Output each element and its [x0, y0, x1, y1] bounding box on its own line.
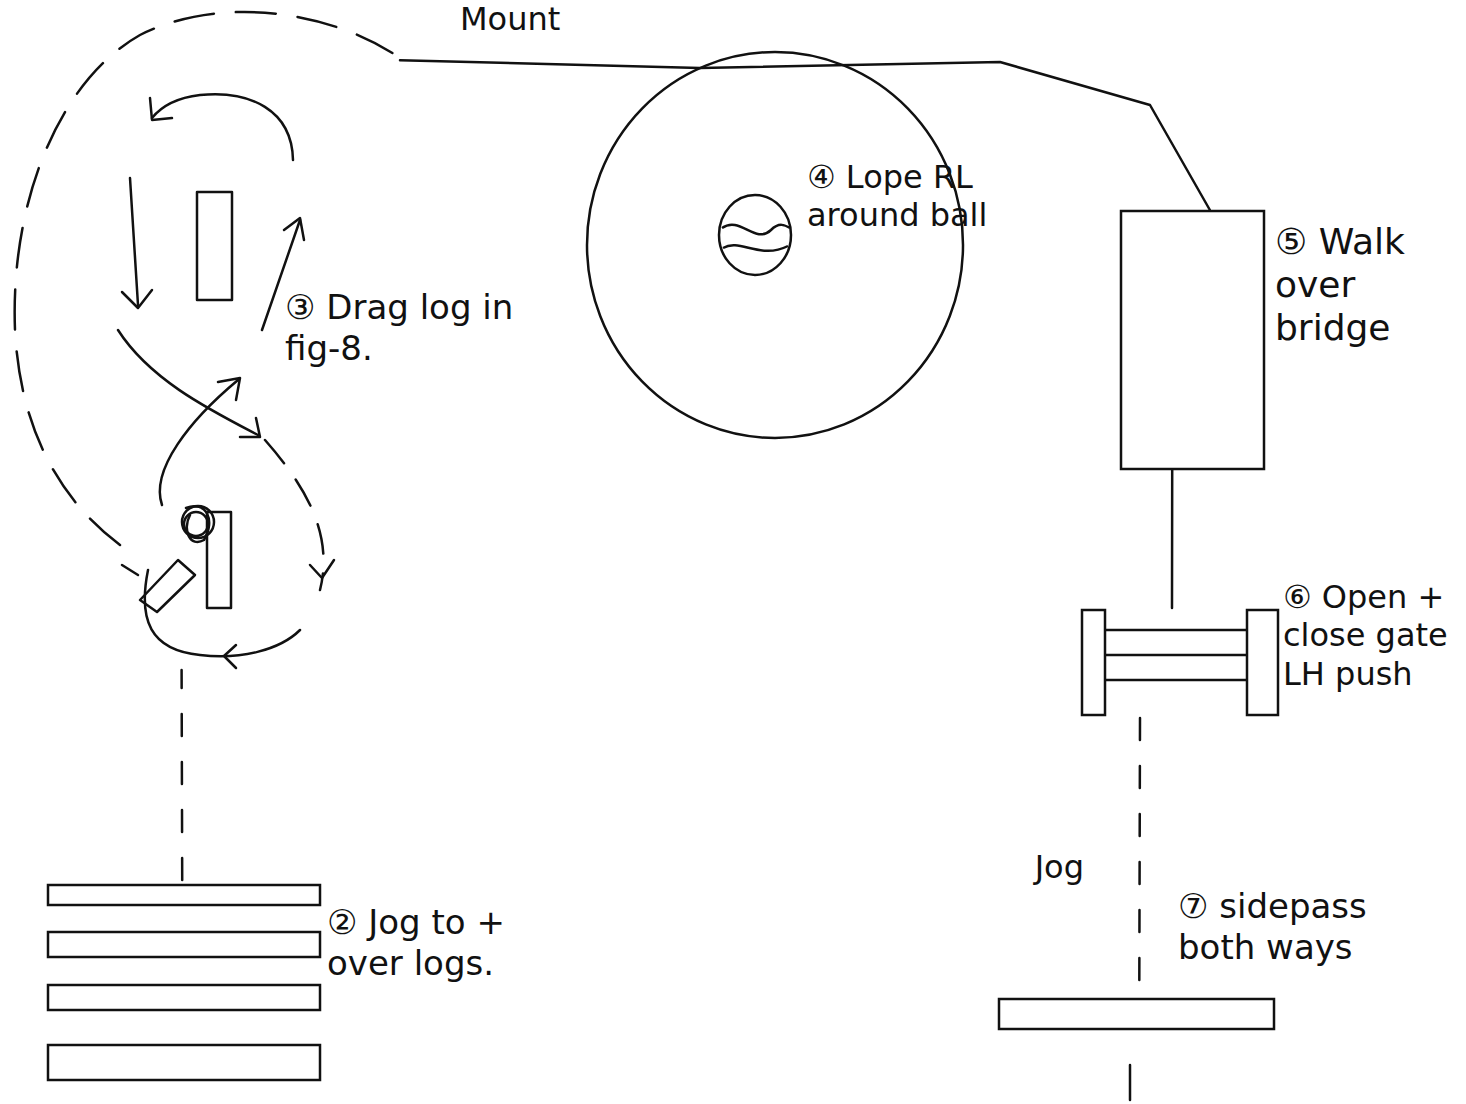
gate-rail	[1105, 654, 1247, 657]
arrow-head	[122, 565, 138, 575]
arrow-head	[224, 645, 236, 668]
station-instruction: ⑥ Open + close gate LH push	[1283, 578, 1453, 693]
ground-pole	[48, 885, 320, 905]
ball-seam	[722, 225, 790, 235]
note-label: Mount	[460, 0, 560, 38]
circle-outline	[587, 52, 963, 438]
route-line	[180, 670, 183, 880]
drag-rope	[140, 560, 195, 612]
arrow-head	[150, 98, 172, 120]
gate-outline	[1080, 608, 1280, 718]
rect-outline	[999, 999, 1274, 1029]
arrow-head	[310, 560, 334, 578]
arrow-head	[240, 418, 260, 437]
gate: ⑥ Open + close gate LH push	[1080, 608, 1280, 718]
dashed-route	[265, 440, 324, 590]
rope-coil	[186, 506, 209, 542]
figure-eight-arrow	[118, 330, 258, 435]
ground-poles: ② Jog to + over logs.	[45, 880, 325, 1085]
figure-eight-arrow	[145, 570, 300, 656]
station-instruction: ④ Lope RL around ball	[807, 158, 1012, 235]
station-instruction: ② Jog to + over logs.	[327, 902, 582, 984]
figure-eight-arrow	[160, 380, 238, 505]
arrow-head	[218, 378, 240, 400]
edge-label: Jog	[1035, 848, 1084, 886]
route-line	[1171, 470, 1174, 608]
sidepass-pole-outline	[998, 998, 1275, 1030]
station-instruction: ③ Drag log in fig-8.	[285, 287, 515, 369]
log	[197, 192, 232, 300]
ground-poles-outline	[45, 880, 325, 1085]
drag-log-area: ③ Drag log in fig-8.	[10, 5, 400, 670]
ball-seam	[723, 245, 788, 251]
lope-circle: ④ Lope RL around ball	[585, 50, 965, 440]
gate-post	[1082, 610, 1105, 715]
exit-line	[1129, 1065, 1132, 1100]
sidepass-pole: ⑦ sidepass both ways	[998, 998, 1275, 1030]
ground-pole	[48, 985, 320, 1010]
station-instruction: ⑤ Walk over bridge	[1275, 220, 1455, 350]
station-instruction: ⑦ sidepass both ways	[1178, 886, 1428, 968]
rect-outline	[1121, 211, 1264, 469]
figure-eight-arrow	[152, 94, 293, 160]
ground-pole	[48, 1045, 320, 1080]
gate-rail	[1105, 629, 1247, 632]
gate-post	[1247, 610, 1278, 715]
arrow-head	[122, 290, 152, 308]
lope-circle-outline	[585, 50, 965, 440]
bridge-outline	[1120, 210, 1265, 470]
ball	[719, 195, 791, 275]
route-line	[1138, 718, 1141, 998]
ground-pole	[48, 932, 320, 957]
route-line	[400, 60, 1210, 210]
dashed-route	[15, 12, 400, 545]
bridge: ⑤ Walk over bridge	[1120, 210, 1265, 470]
figure-eight-arrow	[130, 178, 138, 305]
arrow-head	[284, 218, 304, 240]
gate-rail	[1105, 679, 1247, 682]
log	[207, 512, 231, 608]
